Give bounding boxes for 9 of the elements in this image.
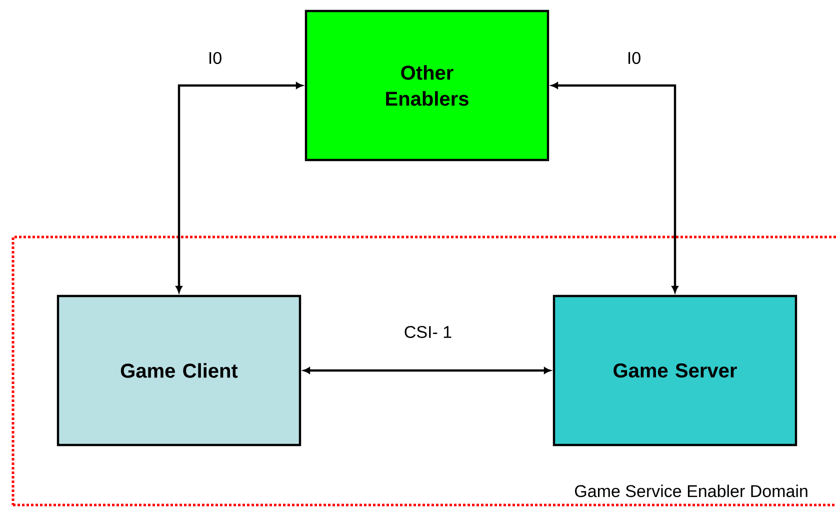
arrow xyxy=(176,82,303,293)
edge-label: CSI- 1 xyxy=(404,326,452,338)
process-box: Other Enablers xyxy=(304,10,550,162)
process-box: Game Client xyxy=(56,294,302,446)
arrow xyxy=(551,82,678,293)
edge-label: I0 xyxy=(628,52,640,64)
arrow xyxy=(303,367,551,374)
process-box: Game Server xyxy=(552,294,798,446)
edge-label: I0 xyxy=(209,52,222,64)
